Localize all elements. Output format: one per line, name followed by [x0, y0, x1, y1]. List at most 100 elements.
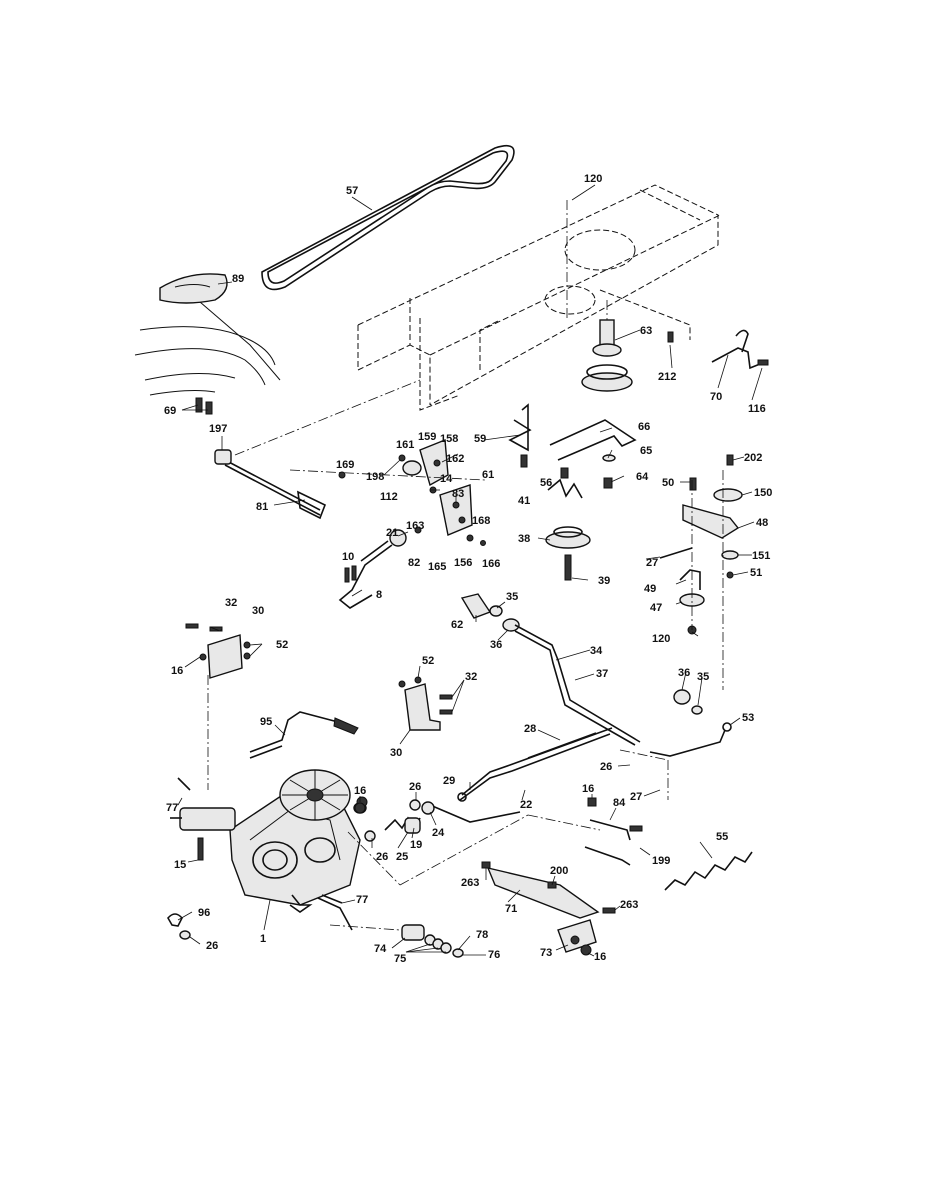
- pulley-63: [566, 200, 633, 392]
- callout-161: 161: [396, 439, 414, 451]
- callout-10: 10: [342, 551, 354, 563]
- pin-77-a: [177, 777, 191, 791]
- callout-168: 168: [472, 515, 490, 527]
- callout-89: 89: [232, 273, 244, 285]
- pin-96: [167, 913, 191, 940]
- drive-belt: [261, 144, 515, 291]
- callout-15: 15: [174, 859, 186, 871]
- spring-55: [664, 851, 753, 891]
- shaft-81: [214, 379, 421, 520]
- callout-32: 32: [225, 597, 237, 609]
- callout-32: 32: [465, 671, 477, 683]
- washer-65: [602, 454, 616, 462]
- bolts-10: [344, 565, 357, 583]
- callout-263: 263: [620, 899, 638, 911]
- lever-8: [338, 540, 393, 609]
- callout-25: 25: [396, 851, 408, 863]
- callout-1: 1: [260, 933, 266, 945]
- callout-27: 27: [646, 557, 658, 569]
- pulley-38: [545, 526, 591, 581]
- callout-61: 61: [482, 469, 494, 481]
- callout-51: 51: [750, 567, 762, 579]
- callout-53: 53: [742, 712, 754, 724]
- callout-74: 74: [374, 943, 387, 955]
- callout-197: 197: [209, 423, 227, 435]
- callout-151: 151: [752, 550, 770, 562]
- callout-77: 77: [356, 894, 368, 906]
- callout-26: 26: [376, 851, 388, 863]
- callout-162: 162: [446, 453, 464, 465]
- callout-16: 16: [582, 783, 594, 795]
- callout-37: 37: [596, 668, 608, 680]
- callout-83: 83: [452, 488, 464, 500]
- callout-16: 16: [594, 951, 606, 963]
- callout-198: 198: [366, 471, 384, 483]
- callout-26: 26: [600, 761, 612, 773]
- callout-16: 16: [171, 665, 183, 677]
- callout-62: 62: [451, 619, 463, 631]
- callout-59: 59: [474, 433, 486, 445]
- callout-84: 84: [613, 797, 626, 809]
- control-cluster: [289, 438, 486, 546]
- callout-169: 169: [336, 459, 354, 471]
- callout-95: 95: [260, 716, 272, 728]
- bracket-71: [481, 861, 616, 919]
- callout-199: 199: [652, 855, 670, 867]
- callout-29: 29: [443, 775, 455, 787]
- idler-assembly: [659, 454, 743, 690]
- callout-66: 66: [638, 421, 650, 433]
- callout-34: 34: [590, 645, 603, 657]
- rods-28-22: [429, 727, 613, 823]
- callout-70: 70: [710, 391, 722, 403]
- callout-163: 163: [406, 520, 424, 532]
- callout-27: 27: [630, 791, 642, 803]
- callout-22: 22: [520, 799, 532, 811]
- callout-49: 49: [644, 583, 656, 595]
- bracket-70: [711, 329, 769, 370]
- callout-26: 26: [409, 781, 421, 793]
- callout-36: 36: [678, 667, 690, 679]
- callout-69: 69: [164, 405, 176, 417]
- bracket-41: [547, 478, 583, 499]
- linkage-lines: [347, 749, 669, 886]
- callout-263: 263: [461, 877, 479, 889]
- callout-28: 28: [524, 723, 536, 735]
- bracket-59: [508, 403, 532, 452]
- callout-48: 48: [756, 517, 768, 529]
- bolt-64: [603, 477, 613, 489]
- callout-212: 212: [658, 371, 676, 383]
- callout-19: 19: [410, 839, 422, 851]
- callout-165: 165: [428, 561, 446, 573]
- callout-81: 81: [256, 501, 268, 513]
- clutch-rod: [460, 593, 732, 757]
- spring-stack: [353, 799, 435, 842]
- callout-78: 78: [476, 929, 488, 941]
- nut-16-b: [354, 802, 366, 814]
- callout-leaders: [177, 184, 763, 957]
- callout-156: 156: [454, 557, 472, 569]
- bolt-61: [520, 454, 528, 468]
- callout-57: 57: [346, 185, 358, 197]
- callout-35: 35: [506, 591, 518, 603]
- callout-50: 50: [662, 477, 674, 489]
- bracket-30-center: [398, 676, 453, 731]
- brake-rod-84: [584, 797, 643, 866]
- callout-200: 200: [550, 865, 568, 877]
- callout-158: 158: [440, 433, 458, 445]
- bolt-56: [560, 467, 569, 479]
- callout-76: 76: [488, 949, 500, 961]
- callout-24: 24: [432, 827, 445, 839]
- callout-39: 39: [598, 575, 610, 587]
- callout-112: 112: [380, 491, 398, 503]
- callout-64: 64: [636, 471, 649, 483]
- rod-66: [549, 419, 637, 461]
- callout-120: 120: [584, 173, 602, 185]
- callout-77: 77: [166, 802, 178, 814]
- callout-116: 116: [748, 403, 766, 415]
- callout-65: 65: [640, 445, 652, 457]
- callout-82: 82: [408, 557, 420, 569]
- callout-52: 52: [422, 655, 434, 667]
- cooling-fan: [279, 769, 351, 821]
- callout-159: 159: [418, 431, 436, 443]
